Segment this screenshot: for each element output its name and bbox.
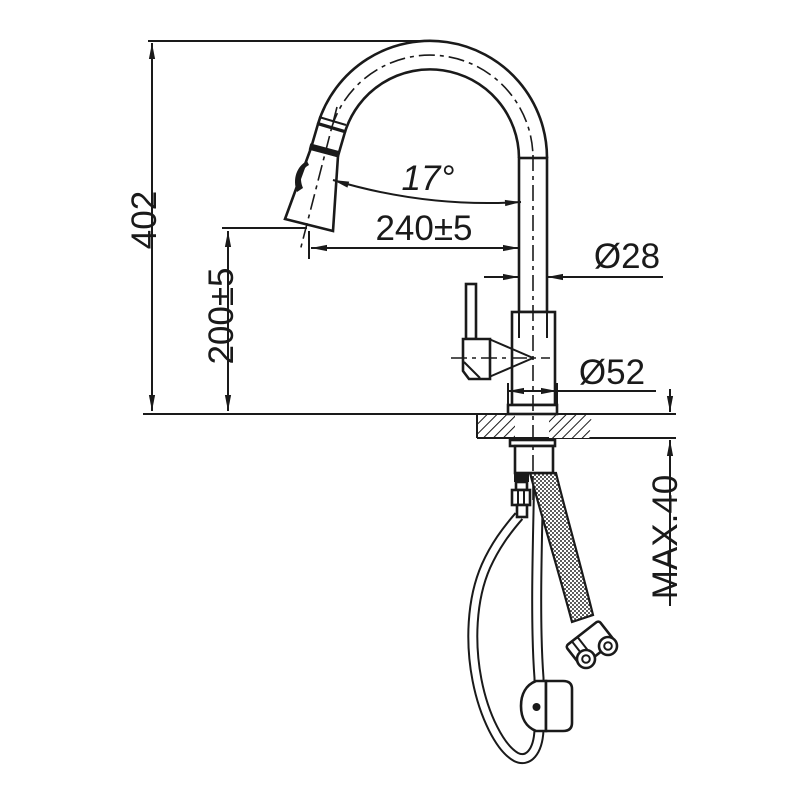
supply-fitting-bore-2: [603, 641, 613, 651]
countertop-hatch-left: [477, 415, 515, 437]
dim-pipe-diameter-label: Ø28: [594, 237, 660, 276]
countertop: [143, 413, 676, 439]
dim-arc-angle: [332, 179, 522, 207]
spray-head: [283, 146, 340, 233]
spout-arch-outer: [316, 39, 549, 159]
labels: 402 200±5 17° 240±5 Ø28 Ø52 MAX.40: [125, 159, 685, 599]
dim-total-height-label: 402: [125, 191, 164, 249]
hose-connector: [510, 474, 532, 519]
spout-arch-inner: [343, 68, 521, 159]
weight-body: [544, 679, 574, 733]
dim-base-diameter-label: Ø52: [579, 353, 645, 392]
dimension-layer: [148, 40, 674, 606]
centerlines: [299, 54, 550, 500]
weight-screw: [532, 703, 541, 711]
dim-max-thickness-label: MAX.40: [646, 475, 685, 600]
spray-head-seam-band: [308, 143, 341, 158]
handle-lever: [464, 282, 478, 341]
supply-fitting-end-1: [575, 648, 597, 670]
hose-weight: [519, 679, 574, 733]
braided-supply-hose: [528, 471, 595, 624]
supply-fitting-end-2: [597, 635, 619, 657]
mounting-shank: [513, 444, 555, 475]
centerline-spray-head: [299, 106, 338, 252]
handle-base-detail: [463, 361, 481, 379]
hose-assembly: [467, 467, 619, 764]
tube-joint-line-1: [318, 116, 347, 126]
handle-base: [461, 337, 492, 381]
countertop-hatch-right: [549, 415, 593, 438]
faucet-body: [283, 39, 559, 519]
pulldown-hose-core: [469, 467, 543, 762]
spray-head-button: [295, 161, 309, 192]
dim-reach-label: 240±5: [375, 209, 472, 248]
spout-arch-fill: [318, 40, 548, 158]
supply-fitting-bore-1: [581, 654, 591, 664]
connector-tail: [515, 503, 529, 519]
connector-seal: [514, 474, 529, 482]
centerline-arch: [330, 54, 534, 159]
supply-hose-fittings: [565, 620, 619, 670]
connector-nut: [510, 488, 532, 507]
dim-angle-label: 17°: [402, 159, 455, 198]
dim-spout-height-label: 200±5: [202, 267, 241, 364]
